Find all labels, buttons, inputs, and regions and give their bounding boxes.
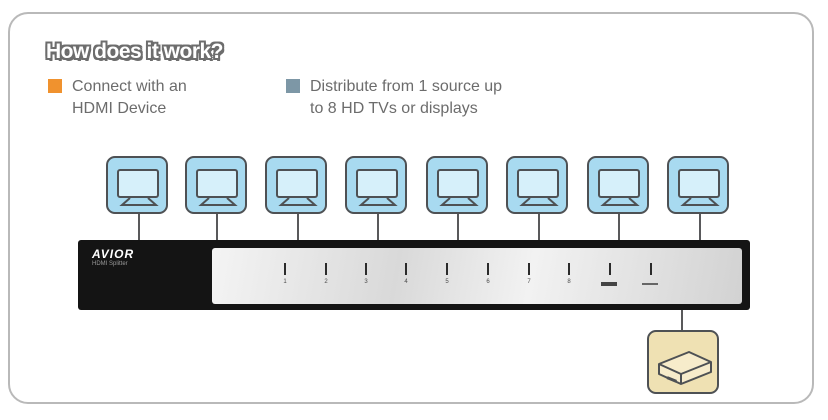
front-panel bbox=[212, 248, 742, 304]
port-indicator bbox=[568, 263, 570, 275]
legend-item-connect: Connect with an HDMI Device bbox=[48, 76, 187, 120]
tv-cable bbox=[457, 213, 459, 241]
port-number: 2 bbox=[324, 279, 328, 285]
input-indicator bbox=[650, 263, 652, 275]
port-indicator bbox=[487, 263, 489, 275]
tv-display-3 bbox=[265, 156, 327, 214]
tv-display-8 bbox=[667, 156, 729, 214]
input-label bbox=[642, 283, 658, 285]
tv-icon bbox=[598, 169, 640, 206]
brand-logo: AVIOR bbox=[92, 247, 135, 261]
port-indicator bbox=[325, 263, 327, 275]
legend-label-connect: Connect with an HDMI Device bbox=[72, 78, 187, 117]
tv-icon bbox=[437, 169, 479, 206]
legend-label-distribute: Distribute from 1 source up to 8 HD TVs … bbox=[310, 78, 503, 117]
port-indicator bbox=[284, 263, 286, 275]
port-indicator bbox=[528, 263, 530, 275]
page-title: How does it work? bbox=[46, 40, 224, 63]
splitter-label: HDMI Splitter bbox=[92, 261, 128, 267]
port-indicator bbox=[365, 263, 367, 275]
port-indicator bbox=[405, 263, 407, 275]
tv-icon bbox=[356, 169, 398, 206]
tv-display-4 bbox=[345, 156, 407, 214]
tv-cable bbox=[699, 213, 701, 241]
tv-cable bbox=[538, 213, 540, 241]
tv-cable bbox=[297, 213, 299, 241]
tv-cable bbox=[216, 213, 218, 241]
tv-display-6 bbox=[506, 156, 568, 214]
source-cable bbox=[681, 309, 683, 331]
port-number: 4 bbox=[404, 279, 408, 285]
port-indicator bbox=[446, 263, 448, 275]
tv-icon bbox=[196, 169, 238, 206]
tv-icon bbox=[276, 169, 318, 206]
tv-display-2 bbox=[185, 156, 247, 214]
tv-icon bbox=[117, 169, 159, 206]
legend-item-distribute: Distribute from 1 source up to 8 HD TVs … bbox=[286, 76, 502, 120]
tv-display-1 bbox=[106, 156, 168, 214]
tv-icon bbox=[517, 169, 559, 206]
power-button bbox=[601, 282, 617, 286]
tv-display-5 bbox=[426, 156, 488, 214]
port-number: 5 bbox=[445, 279, 449, 285]
port-number: 6 bbox=[486, 279, 490, 285]
port-number: 7 bbox=[527, 279, 531, 285]
tv-cable bbox=[138, 213, 140, 241]
tv-cable bbox=[377, 213, 379, 241]
port-number: 1 bbox=[283, 279, 287, 285]
media-player-icon bbox=[658, 351, 712, 385]
orange-swatch bbox=[48, 79, 62, 93]
hdmi-source-device bbox=[647, 330, 719, 394]
slate-swatch bbox=[286, 79, 300, 93]
tv-cable bbox=[618, 213, 620, 241]
tv-display-7 bbox=[587, 156, 649, 214]
power-indicator bbox=[609, 263, 611, 275]
tv-icon bbox=[678, 169, 720, 206]
port-number: 3 bbox=[364, 279, 368, 285]
port-number: 8 bbox=[567, 279, 571, 285]
